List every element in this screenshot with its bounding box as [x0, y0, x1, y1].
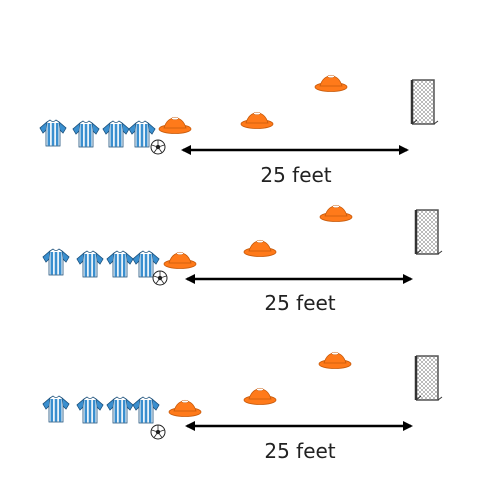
- soccer-ball-icon: [150, 139, 166, 155]
- jersey-icon: [76, 396, 104, 424]
- jersey-icon: [39, 119, 67, 147]
- jersey-icon: [106, 396, 134, 424]
- drill-row: 25 feet: [42, 204, 444, 315]
- distance-label: 25 feet: [264, 291, 335, 315]
- cone-icon: [318, 351, 352, 369]
- cone-icon: [314, 74, 348, 92]
- cone-icon: [243, 239, 277, 257]
- goal-icon: [414, 208, 444, 256]
- goal-icon: [410, 78, 440, 126]
- cone-icon: [158, 116, 192, 134]
- jersey-icon: [76, 250, 104, 278]
- cone-icon: [243, 387, 277, 405]
- soccer-ball-icon: [150, 424, 166, 440]
- soccer-ball-icon: [152, 270, 168, 286]
- jersey-icon: [106, 250, 134, 278]
- jersey-icon: [132, 396, 160, 424]
- jersey-icon: [102, 120, 130, 148]
- cone-icon: [163, 251, 197, 269]
- cone-icon: [240, 111, 274, 129]
- jersey-icon: [42, 395, 70, 423]
- goal-icon: [414, 354, 444, 402]
- distance-label: 25 feet: [260, 163, 331, 187]
- jersey-icon: [72, 120, 100, 148]
- cone-icon: [319, 204, 353, 222]
- cone-icon: [168, 399, 202, 417]
- drill-row: 25 feet: [39, 74, 440, 187]
- distance-label: 25 feet: [264, 439, 335, 463]
- drill-row: 25 feet: [42, 351, 444, 463]
- jersey-icon: [128, 120, 156, 148]
- jersey-icon: [42, 248, 70, 276]
